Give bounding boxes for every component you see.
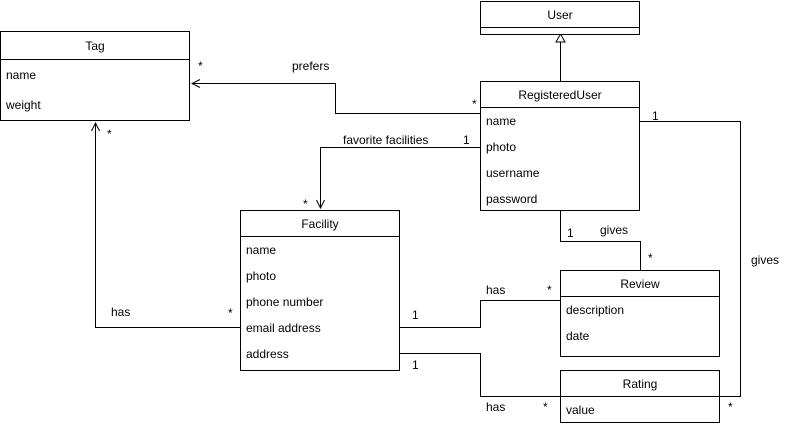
prefers-label: prefers [292,59,330,73]
gives-rating-edge [640,121,741,397]
tag-attribute: weight [6,98,41,112]
favorite-facilities-edge [321,147,480,209]
facility-rating-label: has [486,400,506,414]
gives-review-edge [560,211,641,270]
registered-user-attribute: username [486,166,540,180]
prefers-user-multiplicity: * [472,97,477,111]
registered-user-attribute: password [486,192,538,206]
facility-review-facility-multiplicity: 1 [412,308,419,322]
favorite-facilities-label: favorite facilities [343,133,429,147]
facility-tag-edge [96,123,240,328]
rating-attribute: value [566,403,595,417]
facility-tag-tag-multiplicity: * [107,127,112,141]
class-tag-name: Tag [1,32,189,60]
class-user: User [480,1,640,35]
class-facility: Facility name photo phone number email a… [240,210,400,371]
gives-rating-label: gives [751,253,780,267]
class-facility-name: Facility [241,211,399,237]
gives-rating-user-multiplicity: 1 [652,109,659,123]
favorite-facilities-user-multiplicity: 1 [463,133,470,147]
class-tag: Tag name weight [0,31,190,121]
review-attribute: date [566,329,590,343]
prefers-tag-multiplicity: * [198,59,203,73]
facility-attribute: email address [246,321,321,335]
facility-tag-label: has [111,305,131,319]
facility-review-edge [400,300,560,328]
registered-user-attribute: photo [486,140,517,154]
class-registered-user-name: RegisteredUser [481,82,639,108]
tag-attribute: name [6,68,37,82]
facility-tag-facility-multiplicity: * [228,306,233,320]
class-review-name: Review [561,271,719,297]
facility-rating-edge [400,353,560,397]
class-user-name: User [481,2,639,28]
facility-review-review-multiplicity: * [547,283,552,297]
gives-rating-rating-multiplicity: * [728,400,733,414]
gives-review-user-multiplicity: 1 [567,226,574,240]
facility-review-label: has [486,283,506,297]
facility-rating-facility-multiplicity: 1 [412,358,419,372]
facility-attribute: phone number [246,295,324,309]
gives-review-label: gives [600,223,629,237]
facility-attribute: name [246,243,277,257]
facility-attribute: photo [246,269,277,283]
class-rating: Rating value [560,370,720,423]
facility-attribute: address [246,347,289,361]
gives-review-review-multiplicity: * [648,251,653,265]
review-attribute: description [566,303,625,317]
favorite-facilities-facility-multiplicity: * [303,197,308,211]
registered-user-attribute: name [486,114,517,128]
facility-rating-rating-multiplicity: * [543,400,548,414]
prefers-edge [192,84,480,114]
class-registered-user: RegisteredUser name photo username passw… [480,81,640,211]
class-review: Review description date [560,270,720,357]
generalization-triangle-icon [555,32,566,43]
class-rating-name: Rating [561,371,719,397]
